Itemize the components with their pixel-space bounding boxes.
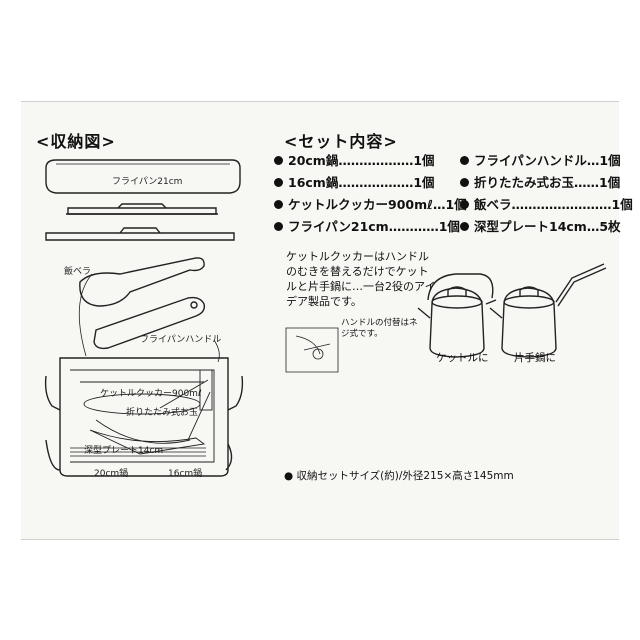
list-item: フライパンハンドル…1個 [460, 150, 621, 169]
pan-handle-drawing [93, 296, 206, 350]
list-item: 16cm鍋………………1個 [274, 172, 435, 191]
storage-pot-drawing [59, 357, 229, 477]
label-ladle: 折りたたみ式お玉 [126, 408, 199, 418]
label-rice-paddle: 飯ベラ [64, 267, 92, 277]
bullet-icon [460, 156, 469, 165]
bullet-icon [274, 222, 283, 231]
label-frying-pan: フライパン21cm [112, 177, 183, 187]
list-item: 飯ベラ……………………1個 [460, 194, 633, 213]
bullet-icon [460, 222, 469, 231]
caption-pot: 片手鍋に [514, 352, 556, 364]
pot-lid-drawing [45, 232, 235, 241]
handle-note: ハンドルの付替はネジ式です。 [341, 318, 418, 339]
frying-pan-drawing [45, 159, 241, 194]
kettle-drawing [429, 287, 485, 358]
pot-drawing [501, 287, 557, 358]
plate-lid-drawing [67, 207, 217, 215]
set-size-spec: ● 収納セットサイズ(約)/外径215×高さ145mm [284, 470, 514, 482]
list-item: ケットルクッカー900mℓ…1個 [274, 194, 467, 213]
storage-diagram-heading: <収納図> [36, 132, 116, 151]
label-pot16: 16cm鍋 [168, 469, 203, 479]
list-item: 折りたたみ式お玉……1個 [460, 172, 620, 191]
rice-paddle-drawing [79, 257, 205, 307]
list-item: 20cm鍋………………1個 [274, 150, 435, 169]
kettle-description: ケットルクッカーはハンドルのむきを替えるだけでケットルと片手鍋に…一台2役のアイ… [286, 250, 436, 308]
label-kettle: ケットルクッカー900mℓ [100, 389, 202, 399]
label-plate: 深型プレート14cm [84, 446, 164, 456]
label-pot20: 20cm鍋 [94, 469, 129, 479]
label-pan-handle: フライパンハンドル [140, 335, 222, 345]
bullet-icon [460, 178, 469, 187]
bullet-icon [274, 178, 283, 187]
caption-kettle: ケットルに [436, 352, 489, 364]
bullet-icon [274, 200, 283, 209]
list-item: 深型プレート14cm…5枚 [460, 216, 621, 235]
detail-inset [285, 327, 339, 373]
bullet-icon [460, 200, 469, 209]
set-contents-heading: <セット内容> [284, 132, 398, 151]
list-item: フライパン21cm…………1個 [274, 216, 460, 235]
manual-panel [21, 101, 619, 540]
bullet-icon [274, 156, 283, 165]
